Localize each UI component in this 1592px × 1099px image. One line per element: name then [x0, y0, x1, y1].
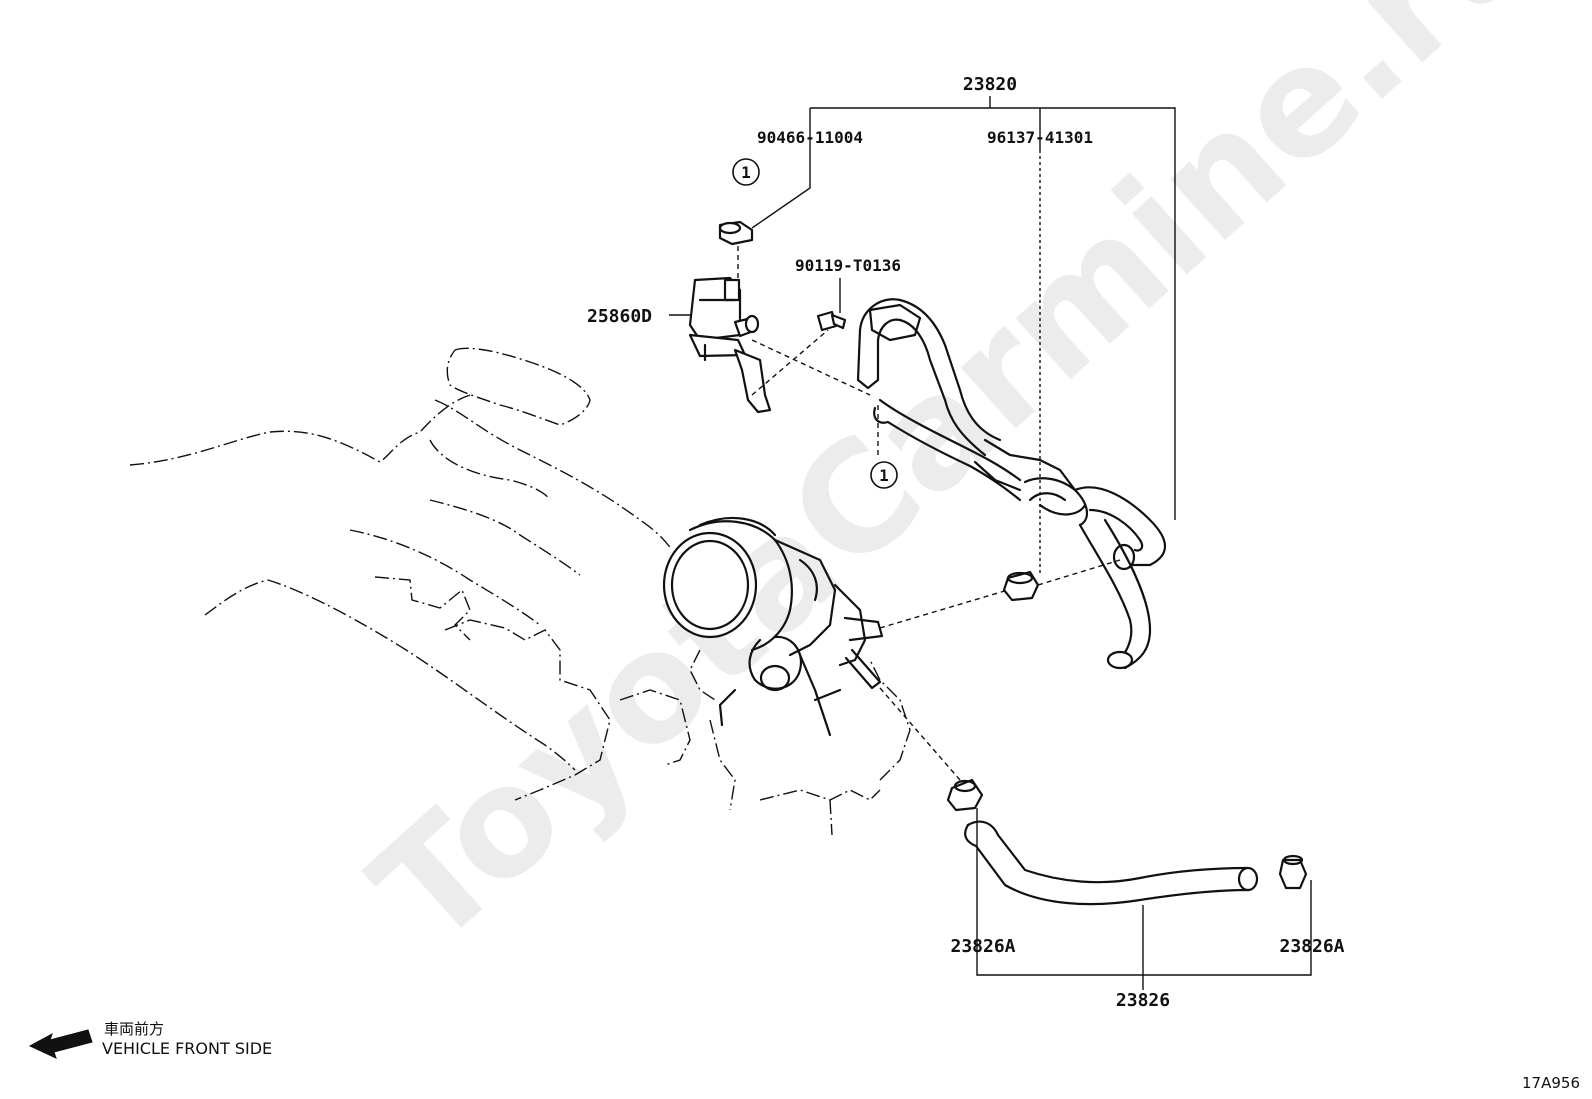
- assembly-dashed-lines: [737, 246, 1121, 781]
- label-hose-clamp-left: 23826A: [950, 936, 1015, 957]
- label-assembly-top: 23820: [963, 74, 1017, 95]
- figure-code: 17A956: [1522, 1074, 1580, 1092]
- front-arrow-icon: [28, 1029, 93, 1059]
- label-clamp-b: 96137-41301: [987, 128, 1093, 147]
- throttle-body: [662, 516, 884, 737]
- label-bolt: 90119-T0136: [795, 256, 901, 275]
- vehicle-front-legend: 車両前方 VEHICLE FRONT SIDE: [28, 1020, 272, 1059]
- label-hose-clamp-right: 23826A: [1279, 936, 1344, 957]
- legend-en-label: VEHICLE FRONT SIDE: [102, 1039, 272, 1058]
- clamp-96137: [1002, 570, 1040, 602]
- hose-clamp-left: [946, 778, 984, 812]
- hose-assembly-23820: [856, 298, 1166, 670]
- label-hose-bottom: 23826: [1116, 990, 1170, 1011]
- clip-90466: [718, 220, 754, 246]
- vsv-valve: [688, 276, 772, 414]
- ref-callout-mid: 1: [870, 461, 898, 489]
- bolt-90119: [816, 310, 847, 332]
- svg-text:1: 1: [879, 466, 889, 485]
- watermark-text: ToyotaCarmine.ru: [341, 0, 1571, 979]
- leader-lines: [669, 96, 1312, 990]
- svg-text:1: 1: [741, 163, 751, 182]
- legend-jp-label: 車両前方: [104, 1020, 164, 1038]
- label-vsv: 25860D: [587, 306, 652, 327]
- label-clip-a: 90466-11004: [757, 128, 863, 147]
- hose-23826: [964, 820, 1259, 906]
- watermark: ToyotaCarmine.ru: [341, 0, 1571, 979]
- hose-clamp-right: [1278, 854, 1308, 890]
- ref-callout-top: 1: [732, 158, 760, 186]
- engine-ghost-outline: [129, 347, 911, 836]
